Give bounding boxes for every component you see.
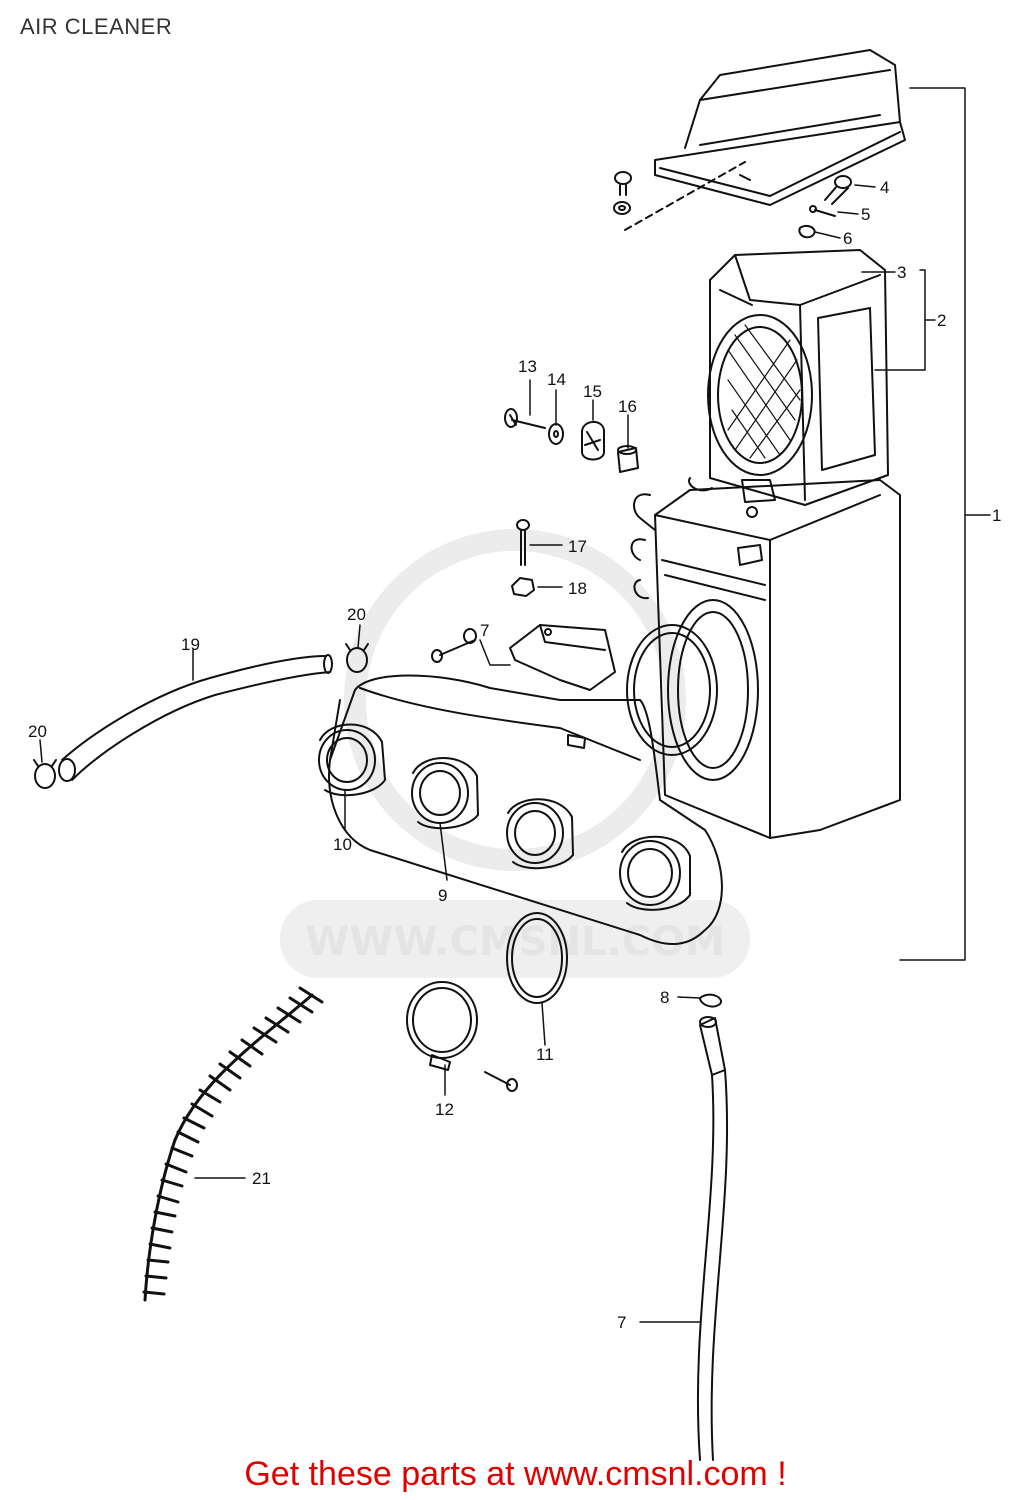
leader-lines [39,87,991,1323]
callout-9: 9 [438,886,447,905]
seal-ring [626,624,718,756]
callout-12: 12 [435,1100,454,1119]
page-title: AIR CLEANER [20,14,173,39]
bolt-7-joint [431,628,477,663]
clip-8 [699,993,722,1008]
callout-19: 19 [181,635,200,654]
bolt-13 [504,408,546,429]
callout-16: 16 [618,397,637,416]
callout-15: 15 [583,382,602,401]
callout-14: 14 [547,370,566,389]
drain-tube-7 [696,1016,729,1461]
callout-labels: 1 2 3 4 5 6 7 7 8 9 10 11 12 13 14 15 16… [28,178,1001,1332]
nut-18 [511,577,535,597]
bolt-17 [516,519,530,566]
clamp-20-left [33,759,57,789]
callout-18: 18 [568,579,587,598]
intake-housing [318,674,723,946]
callout-6: 6 [843,229,852,248]
callout-7-joint: 7 [480,621,489,640]
air-filter-element [707,249,889,518]
spring-21 [142,986,324,1302]
band-clamp-12 [406,981,518,1092]
band-clamp-11 [506,912,568,1004]
callout-4: 4 [880,178,889,197]
clip-6 [798,224,816,239]
air-cleaner-cover [654,49,906,206]
callout-10: 10 [333,835,352,854]
leader-cover [624,161,746,231]
bracket [509,624,616,691]
callout-13: 13 [518,357,537,376]
grommet-15 [581,421,605,461]
callout-3: 3 [897,263,906,282]
air-cleaner-case [630,477,901,839]
callout-8: 8 [660,988,669,1007]
callout-17: 17 [568,537,587,556]
cover-screw [613,171,632,215]
callout-2: 2 [937,311,946,330]
callout-20-left: 20 [28,722,47,741]
breather-hose-19 [58,654,333,782]
screw-4 [824,175,852,205]
callout-7-tube: 7 [617,1313,626,1332]
callout-1: 1 [992,506,1001,525]
washer-14 [548,423,564,445]
footer-parts-link[interactable]: Get these parts at www.cmsnl.com ! [244,1455,787,1493]
callout-20-right: 20 [347,605,366,624]
clamp-20-right [345,643,369,673]
callout-5: 5 [861,205,870,224]
pin-5 [809,205,836,217]
spacer-16 [617,445,639,473]
callout-21: 21 [252,1169,271,1188]
callout-11: 11 [536,1045,554,1064]
